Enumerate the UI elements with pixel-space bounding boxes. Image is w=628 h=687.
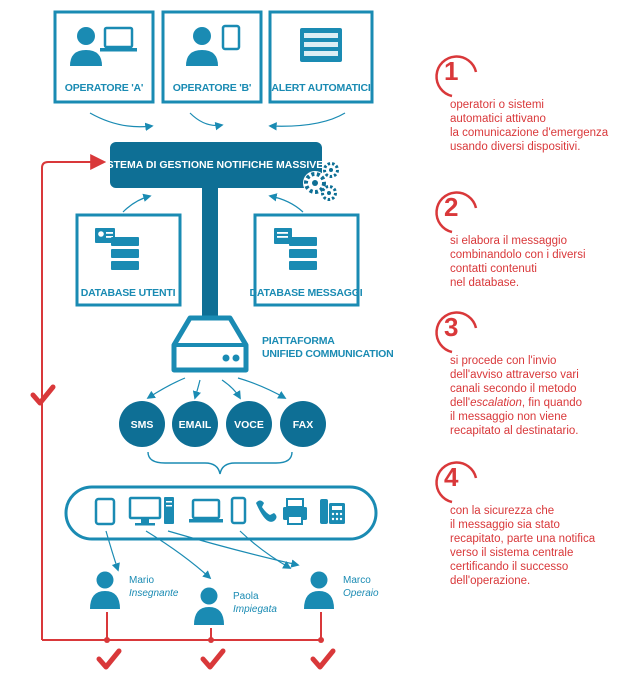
- step-1-line: automatici attivano: [450, 113, 546, 125]
- step-4-line: il messaggio sia stato: [450, 519, 560, 531]
- step-1-number: 1: [444, 56, 459, 86]
- step-4-line: dell'operazione.: [450, 575, 531, 587]
- channel-fax: FAX: [280, 401, 326, 447]
- database-utenti-label: DATABASE UTENTI: [81, 287, 176, 299]
- central-system-label: SISTEMA DI GESTIONE NOTIFICHE MASSIVE: [97, 159, 324, 171]
- recipient-mario-role: Insegnante: [129, 588, 179, 599]
- database-messaggi-box: DATABASE MESSAGGI: [250, 213, 363, 307]
- channel-sms-label: SMS: [131, 419, 154, 431]
- alert-box: ALERT AUTOMATICI: [268, 10, 374, 104]
- channel-voce-label: VOCE: [234, 419, 264, 431]
- smartphone-icon: [230, 496, 247, 525]
- step-3-number: 3: [444, 312, 459, 342]
- step-3-line: canali secondo il metodo: [450, 383, 577, 395]
- handset-icon: [256, 500, 277, 522]
- step-4-line: certificando il successo: [450, 561, 569, 573]
- step-4-circle-icon: [435, 461, 478, 504]
- step-4-number: 4: [444, 462, 459, 492]
- step-4-line: verso il sistema centrale: [450, 547, 574, 559]
- checkmark-icon: [30, 384, 56, 406]
- loop-node: [208, 637, 214, 643]
- operator-with-laptop-icon: [70, 26, 137, 66]
- step-2-line: nel database.: [450, 277, 520, 289]
- platform-label-line2: UNIFIED COMMUNICATION: [262, 348, 394, 360]
- database-messaggi-label: DATABASE MESSAGGI: [250, 287, 363, 299]
- step-4-line: recapitato, parte una notifica: [450, 533, 596, 545]
- channel-voce: VOCE: [226, 401, 272, 447]
- recipient-marco-name: Marco: [343, 575, 371, 586]
- recipient-paola: Paola Impiegata: [194, 587, 277, 625]
- step-2-line: combinandolo con i diversi: [450, 249, 586, 261]
- channel-email: EMAIL: [172, 401, 218, 447]
- user-database-icon: [95, 228, 139, 270]
- desktop-computer-icon: [128, 496, 174, 526]
- checkmark-icon: [96, 648, 122, 670]
- gears-icon: [303, 162, 339, 201]
- unified-communication-platform: PIATTAFORMA UNIFIED COMMUNICATION: [171, 315, 394, 373]
- step-1-line: operatori o sistemi: [450, 99, 544, 111]
- alert-label: ALERT AUTOMATICI: [271, 82, 371, 94]
- checkmark-icon: [310, 648, 336, 670]
- step-4-line: con la sicurezza che: [450, 505, 555, 517]
- platform-label-line1: PIATTAFORMA: [262, 335, 335, 347]
- channels-brace: [147, 451, 293, 475]
- channel-fax-label: FAX: [293, 419, 313, 431]
- desk-phone-icon: [320, 499, 345, 524]
- server-rack-icon: [300, 28, 342, 62]
- database-utenti-box: DATABASE UTENTI: [75, 213, 182, 307]
- person-icon: [90, 571, 120, 609]
- operator-box-a: OPERATORE 'A': [53, 10, 155, 104]
- message-database-icon: [274, 228, 317, 270]
- recipient-paola-role: Impiegata: [233, 604, 277, 615]
- step-2-number: 2: [444, 192, 459, 222]
- step-3-line-mixed: dell'escalation, fin quando: [450, 397, 583, 409]
- devices-bar: [64, 485, 378, 541]
- step-3-line: dell'avviso attraverso vari: [450, 369, 579, 381]
- recipient-mario-name: Mario: [129, 575, 154, 586]
- step-3-line: si procede con l'invio: [450, 355, 557, 367]
- operator-a-label: OPERATORE 'A': [65, 82, 143, 94]
- server-icon: [171, 315, 249, 373]
- step-1-line: la comunicazione d'emergenza: [450, 127, 609, 139]
- recipient-mario: Mario Insegnante: [90, 571, 179, 609]
- step-3-circle-icon: [435, 311, 478, 354]
- recipient-paola-name: Paola: [233, 591, 259, 602]
- central-notification-system: SISTEMA DI GESTIONE NOTIFICHE MASSIVE: [97, 142, 339, 201]
- step-2-circle-icon: [435, 191, 478, 234]
- step-2-line: si elabora il messaggio: [450, 235, 567, 247]
- recipient-marco: Marco Operaio: [304, 571, 379, 609]
- checkmark-icon: [200, 648, 226, 670]
- loop-node: [104, 637, 110, 643]
- recipient-marco-role: Operaio: [343, 588, 379, 599]
- channel-email-label: EMAIL: [179, 419, 212, 431]
- step-1-line: usando diversi dispositivi.: [450, 141, 581, 153]
- step-2-line: contatti contenuti: [450, 263, 537, 275]
- step-1-circle-icon: [435, 55, 478, 98]
- channel-sms: SMS: [119, 401, 165, 447]
- operator-with-tablet-icon: [186, 24, 241, 66]
- laptop-icon: [189, 498, 223, 523]
- operator-b-label: OPERATORE 'B': [173, 82, 251, 94]
- step-3-line: il messaggio non viene: [450, 411, 567, 423]
- operator-box-b: OPERATORE 'B': [161, 10, 263, 104]
- person-icon: [304, 571, 334, 609]
- escalation-term: escalation: [470, 397, 522, 409]
- step-3-line: recapitato al destinatario.: [450, 425, 579, 437]
- loop-node: [318, 637, 324, 643]
- fax-machine-icon: [283, 498, 307, 525]
- person-icon: [194, 587, 224, 625]
- tablet-icon: [94, 497, 116, 526]
- central-trunk: [202, 188, 218, 318]
